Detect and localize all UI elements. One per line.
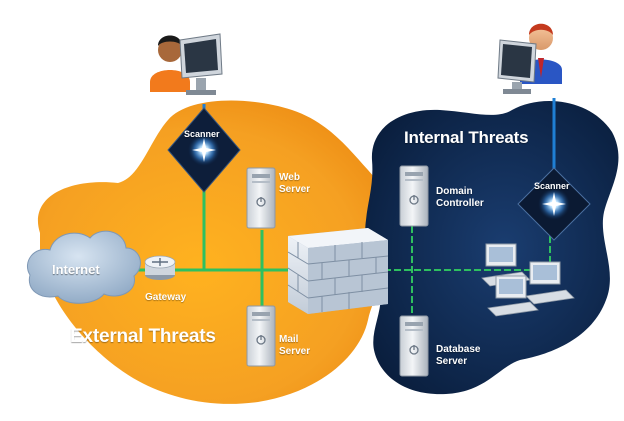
- server-icon: [246, 305, 276, 367]
- external-threats-title: External Threats: [70, 326, 216, 347]
- mail-server-label-line2: Server: [279, 346, 311, 357]
- router-icon: [144, 255, 176, 280]
- server-icon: [399, 315, 429, 377]
- external-threats-region: [37, 100, 394, 404]
- user-icon: [150, 35, 190, 92]
- domain-controller-label: Domain Controller: [436, 186, 484, 210]
- firewall-icon: [287, 228, 389, 314]
- domain-controller-label-line1: Domain: [436, 186, 473, 197]
- mail-server-label-line1: Mail: [279, 334, 299, 345]
- scanner-label: Scanner: [184, 129, 220, 139]
- web-server-label: Web Server: [279, 172, 310, 196]
- scanner-icon: [167, 107, 241, 193]
- internal-threats-title: Internal Threats: [404, 128, 529, 147]
- internet-label: Internet: [52, 262, 100, 277]
- monitor-icon: [179, 33, 223, 95]
- scanner-icon: [517, 167, 591, 241]
- web-server-label-line1: Web: [279, 172, 300, 183]
- database-server-label: Database Server: [436, 344, 480, 368]
- monitor-icon: [497, 39, 537, 94]
- database-server-label-line2: Server: [436, 356, 468, 367]
- scanner-internal-label: Scanner: [534, 181, 570, 191]
- database-server-label-line1: Database: [436, 344, 481, 355]
- domain-controller-label-line2: Controller: [436, 198, 484, 209]
- server-icon: [246, 167, 276, 229]
- server-icon: [399, 165, 429, 227]
- gateway-label: Gateway: [145, 292, 187, 303]
- cloud-icon: [27, 230, 141, 304]
- mail-server-label: Mail Server: [279, 334, 310, 358]
- workstation-icon: [481, 243, 575, 317]
- web-server-label-line2: Server: [279, 184, 311, 195]
